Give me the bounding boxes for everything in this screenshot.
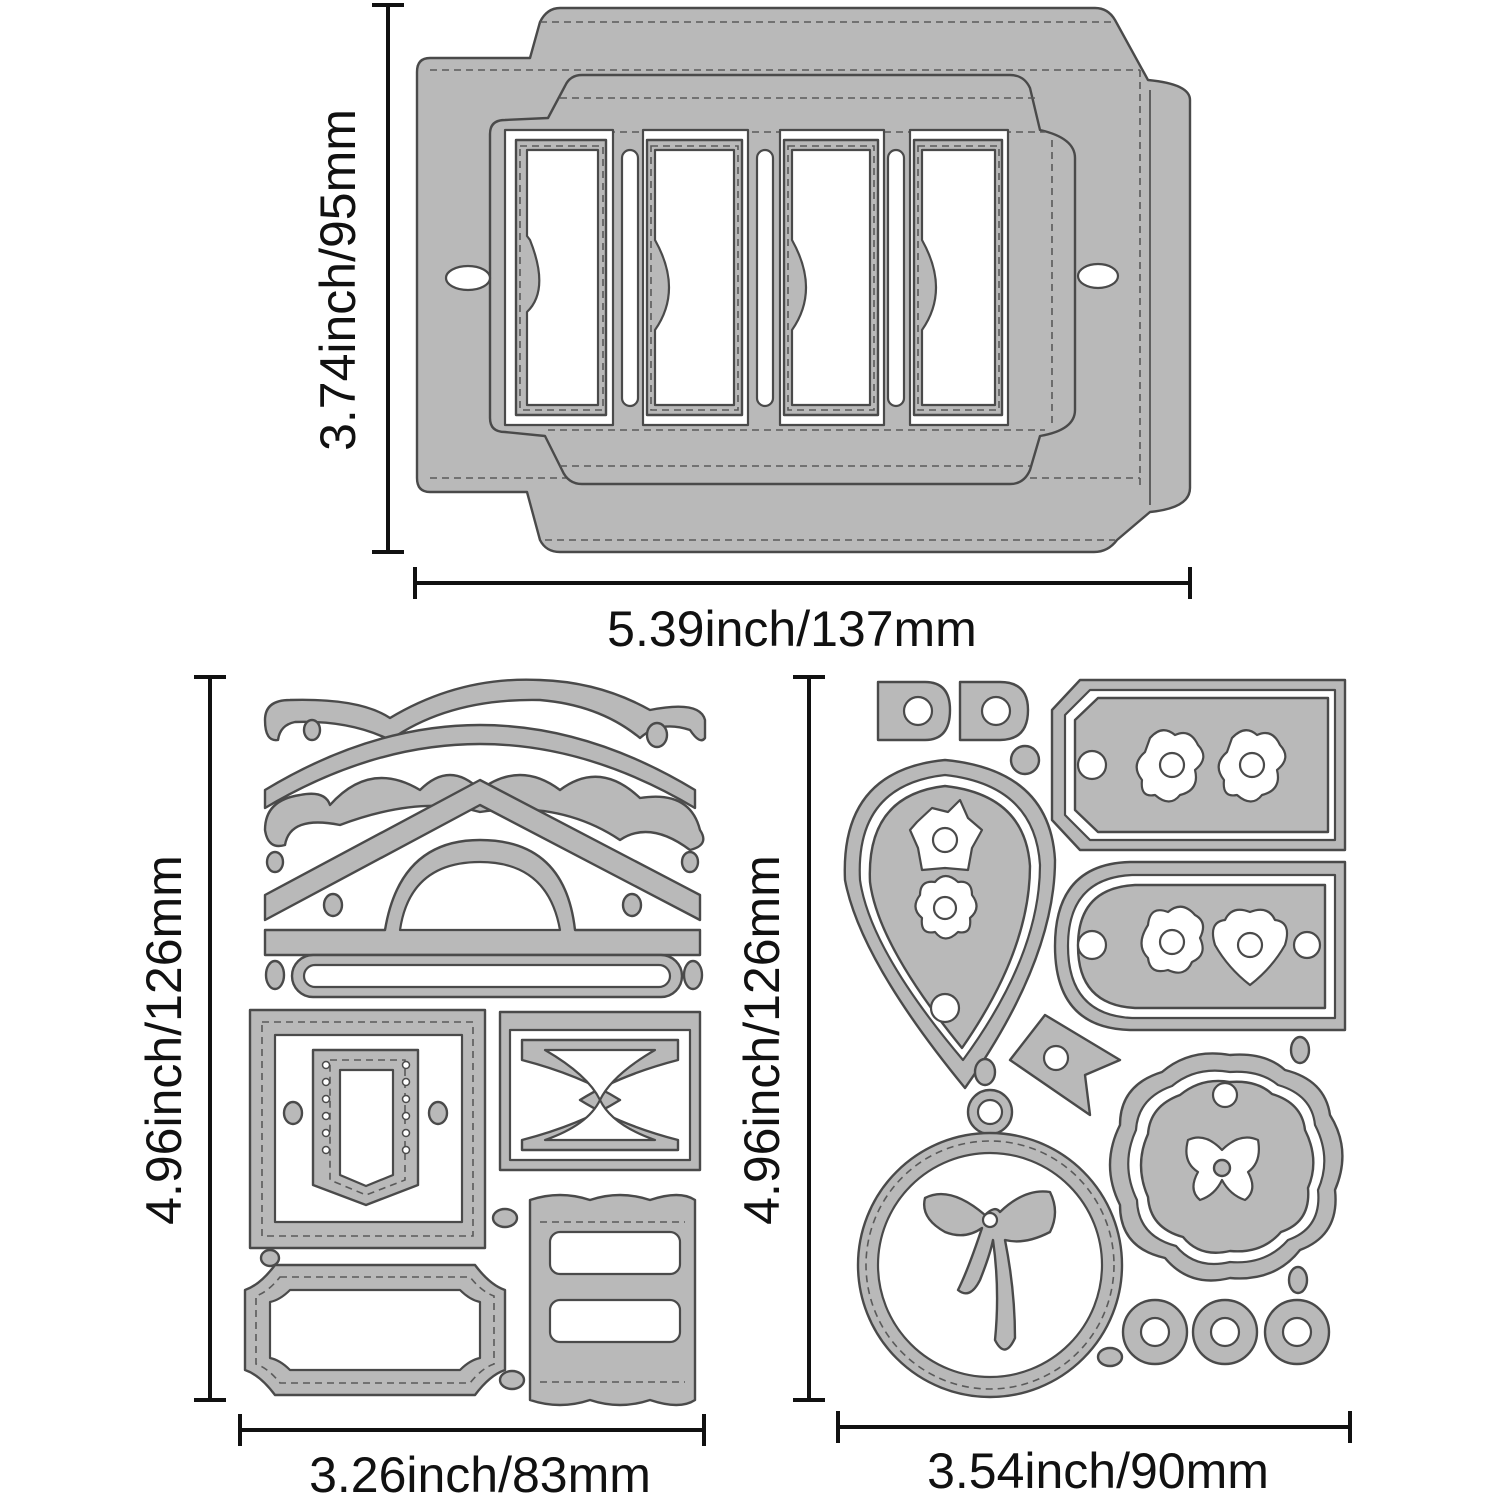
tag-die-sheet-right	[843, 678, 1347, 1399]
separator-strip-1	[620, 148, 640, 408]
dimension-line-right-width	[836, 1411, 1352, 1443]
window-frame-2	[641, 128, 750, 427]
arch-strip	[263, 723, 697, 810]
left-height-label: 4.96inch/126mm	[136, 855, 192, 1225]
wavy-border-strip	[263, 678, 707, 742]
left-width-label: 3.26inch/83mm	[309, 1447, 651, 1503]
right-width-label: 3.54inch/90mm	[927, 1443, 1269, 1499]
dimension-line-right-height	[793, 675, 825, 1402]
top-height-label: 3.74inch/95mm	[310, 109, 366, 451]
window-frame-3	[778, 128, 886, 427]
top-width-label: 5.39inch/137mm	[607, 601, 977, 657]
dimension-line-top-width	[413, 567, 1192, 599]
separator-strip-2	[755, 148, 775, 408]
pocket-card-die	[415, 6, 1192, 554]
roof-strip	[263, 778, 702, 922]
right-tab-hole	[1076, 262, 1120, 290]
scalloped-strip	[263, 773, 705, 852]
window-frame-1	[503, 128, 615, 427]
ornament-die-sheet-left	[243, 678, 707, 1407]
dimension-line-left-height	[194, 675, 226, 1402]
window-frame-4	[908, 128, 1010, 427]
separator-strip-3	[886, 148, 906, 408]
dimension-line-top-height	[372, 3, 404, 554]
dimension-line-left-width	[238, 1414, 706, 1446]
bow-cutout	[923, 1190, 1057, 1351]
left-tab-hole	[444, 264, 492, 292]
right-height-label: 4.96inch/126mm	[734, 855, 790, 1225]
